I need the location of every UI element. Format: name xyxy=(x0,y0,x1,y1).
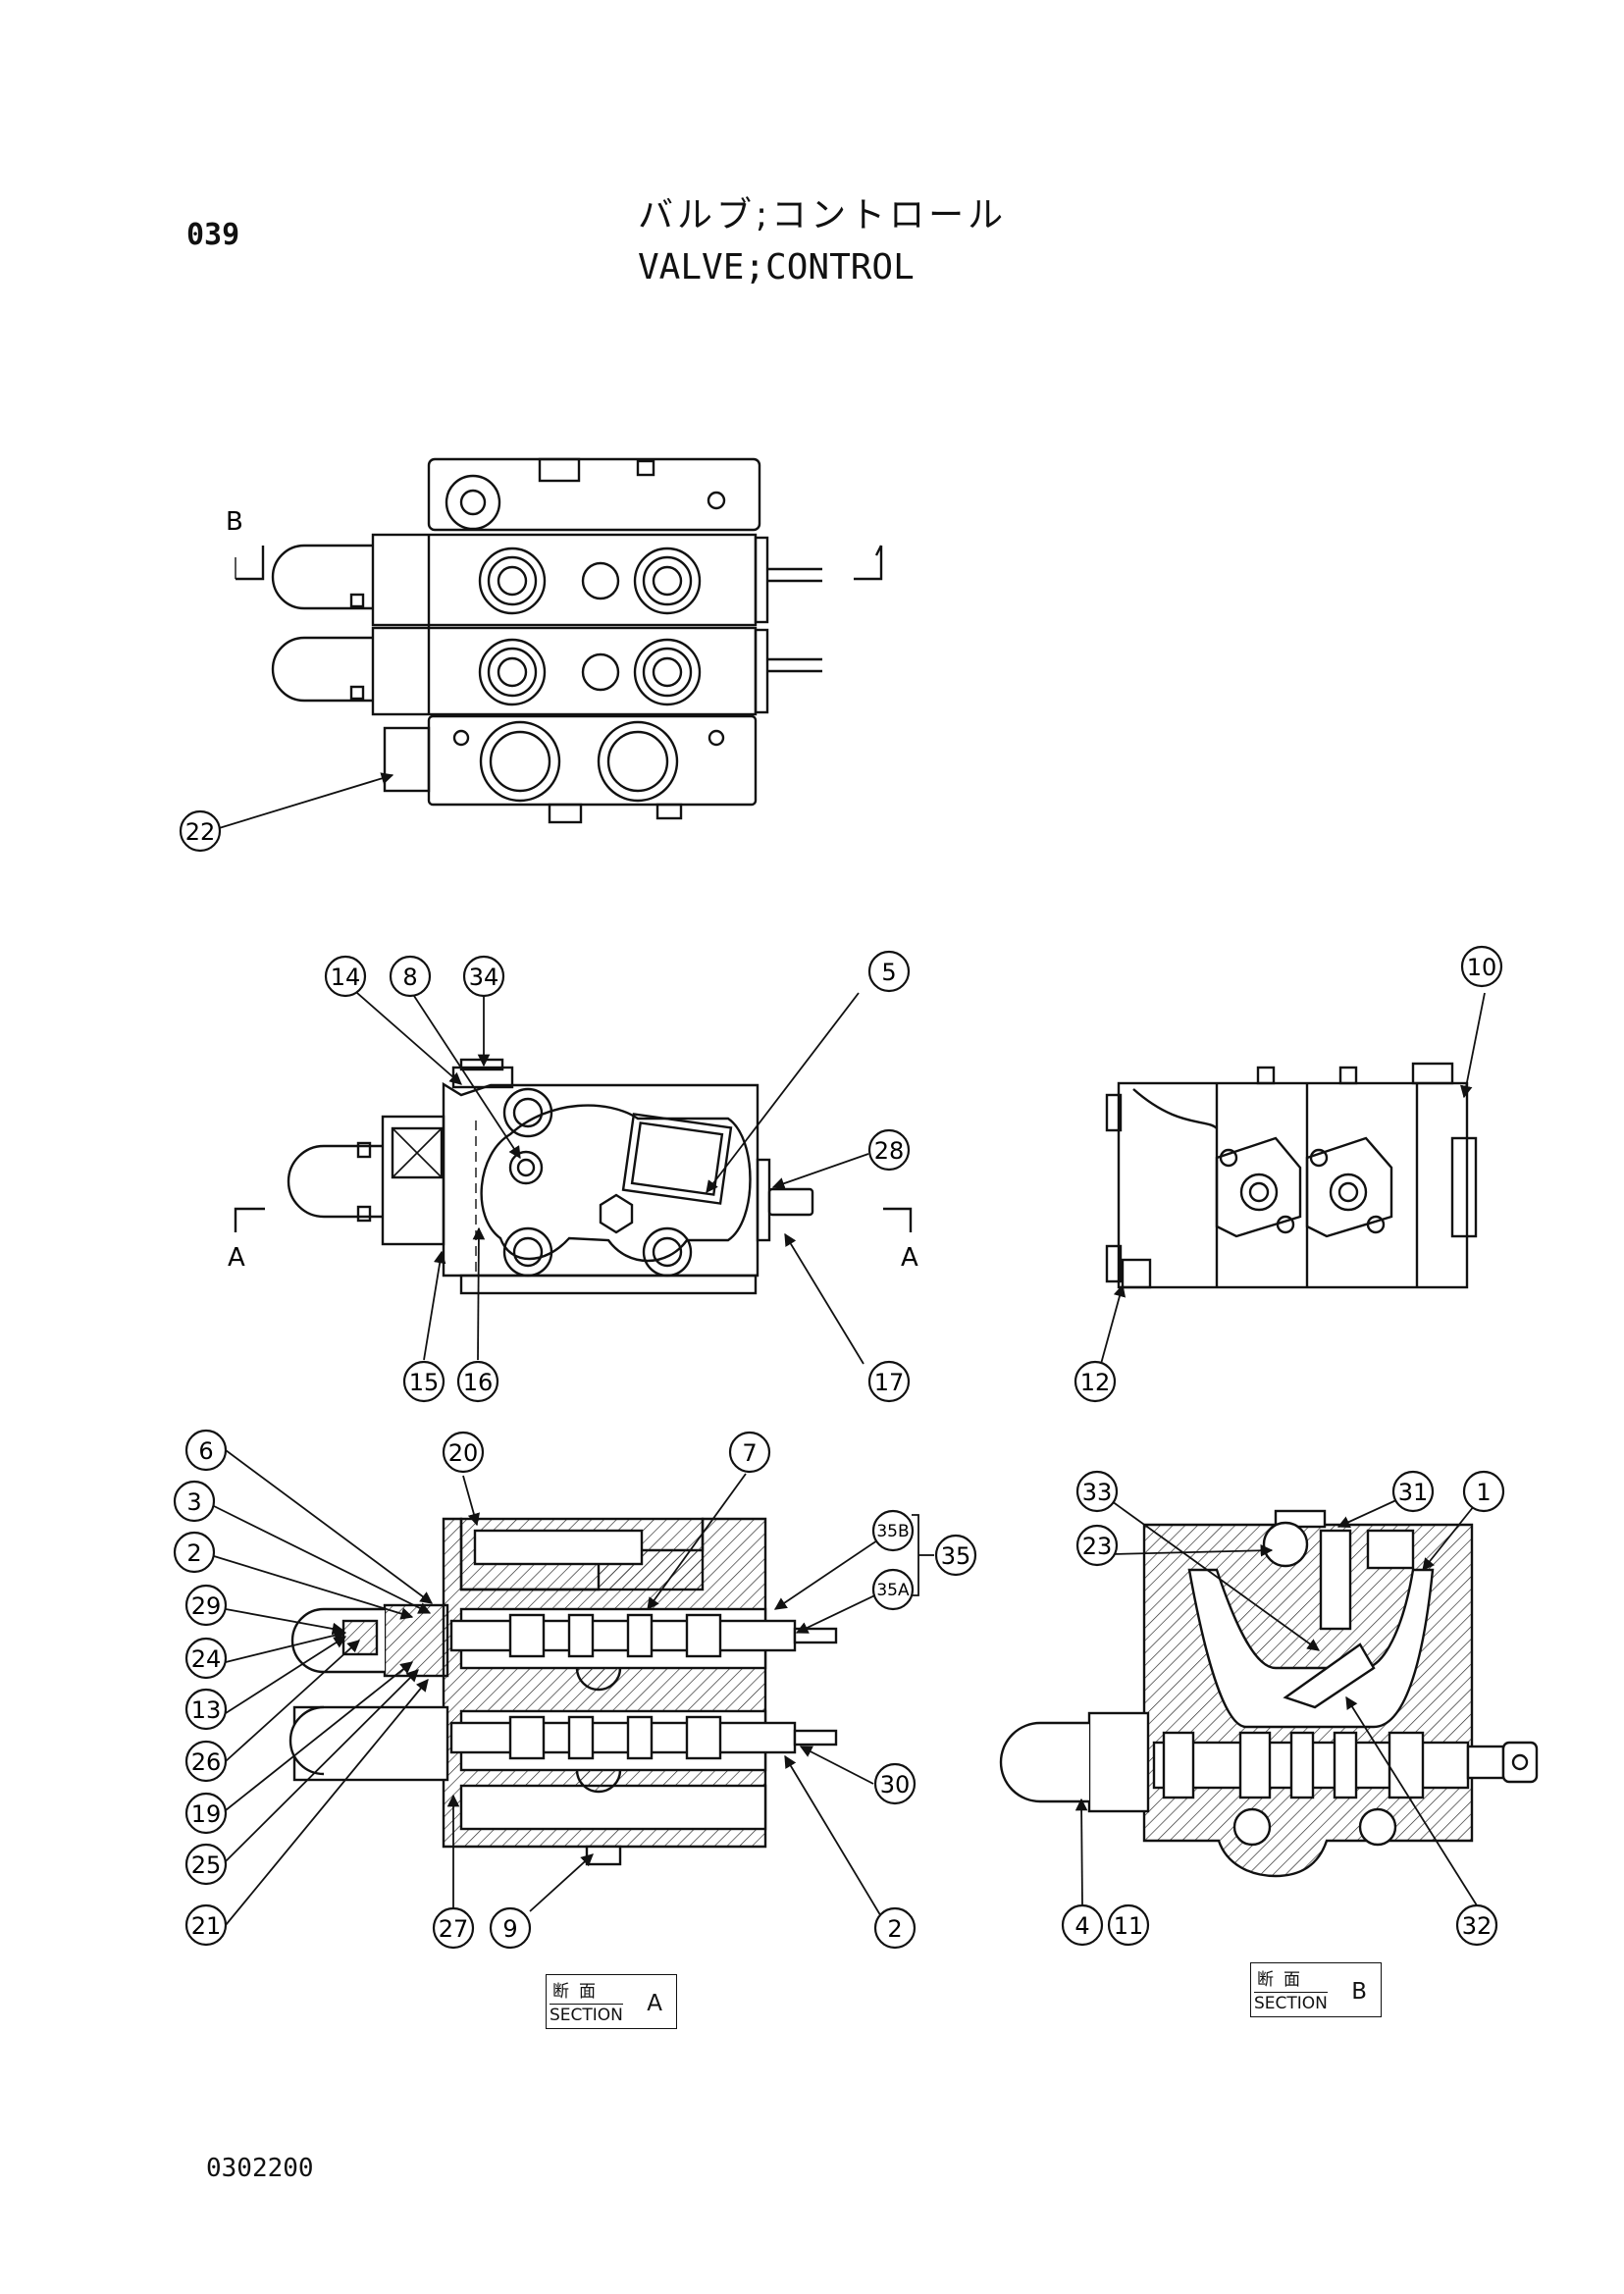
balloon-1: 1 xyxy=(1462,1470,1505,1513)
svg-text:9: 9 xyxy=(502,1915,517,1943)
balloon-30: 30 xyxy=(873,1762,917,1805)
svg-text:1: 1 xyxy=(1476,1479,1491,1506)
page-number: 039 xyxy=(186,218,240,252)
svg-text:17: 17 xyxy=(874,1369,905,1396)
svg-text:25: 25 xyxy=(191,1851,222,1879)
balloon-35: 35 xyxy=(934,1534,977,1577)
svg-text:22: 22 xyxy=(185,818,216,846)
svg-text:6: 6 xyxy=(198,1437,213,1465)
svg-text:7: 7 xyxy=(742,1439,757,1467)
svg-text:16: 16 xyxy=(463,1369,494,1396)
title-english: VALVE;CONTROL xyxy=(638,247,915,287)
section-a-label: 断面 SECTION A xyxy=(546,1974,677,2029)
svg-text:24: 24 xyxy=(191,1645,222,1673)
svg-text:29: 29 xyxy=(191,1592,222,1620)
balloon-13: 13 xyxy=(184,1688,228,1731)
cut-marker-b: B xyxy=(226,507,243,537)
balloon-10: 10 xyxy=(1460,945,1503,988)
section-b xyxy=(999,1509,1539,1878)
svg-text:28: 28 xyxy=(874,1137,905,1165)
section-b-label-jp: 断面 xyxy=(1257,1970,1310,1990)
balloon-14: 14 xyxy=(324,955,367,998)
svg-text:19: 19 xyxy=(191,1800,222,1828)
svg-text:4: 4 xyxy=(1074,1912,1089,1940)
balloon-33: 33 xyxy=(1075,1470,1119,1513)
balloon-8: 8 xyxy=(389,955,432,998)
svg-text:11: 11 xyxy=(1114,1912,1144,1940)
balloon-20: 20 xyxy=(442,1431,485,1474)
svg-text:12: 12 xyxy=(1080,1369,1111,1396)
svg-text:5: 5 xyxy=(881,959,896,986)
document-code: 0302200 xyxy=(206,2154,314,2183)
svg-text:26: 26 xyxy=(191,1748,222,1776)
section-b-label: 断面 SECTION B xyxy=(1250,1962,1382,2017)
balloon-31: 31 xyxy=(1391,1470,1435,1513)
svg-text:8: 8 xyxy=(402,964,417,991)
balloon-11: 11 xyxy=(1107,1903,1150,1947)
svg-text:31: 31 xyxy=(1398,1479,1429,1506)
svg-text:33: 33 xyxy=(1082,1479,1113,1506)
balloon-15: 15 xyxy=(402,1360,445,1403)
balloon-24: 24 xyxy=(184,1637,228,1680)
section-a-label-en: SECTION xyxy=(550,2004,623,2025)
svg-text:14: 14 xyxy=(331,964,361,991)
balloon-22: 22 xyxy=(179,809,222,853)
balloon-2-right: 2 xyxy=(873,1906,917,1950)
title-japanese: バルブ;コントロール xyxy=(638,195,1008,235)
section-a-label-letter: A xyxy=(647,1991,662,2016)
balloon-21: 21 xyxy=(184,1903,228,1947)
balloon-7: 7 xyxy=(728,1431,771,1474)
svg-text:32: 32 xyxy=(1462,1912,1493,1940)
end-view xyxy=(1105,1062,1478,1289)
balloon-17: 17 xyxy=(867,1360,911,1403)
balloon-12: 12 xyxy=(1074,1360,1117,1403)
balloon-5: 5 xyxy=(867,950,911,993)
balloon-35b: 35B xyxy=(871,1509,915,1552)
balloon-3: 3 xyxy=(173,1480,216,1523)
section-b-label-letter: B xyxy=(1351,1979,1367,2005)
balloon-16: 16 xyxy=(456,1360,499,1403)
balloon-35a: 35A xyxy=(871,1568,915,1611)
svg-text:2: 2 xyxy=(186,1539,201,1567)
balloon-2-left: 2 xyxy=(173,1531,216,1574)
section-b-label-en: SECTION xyxy=(1254,1992,1328,2013)
svg-text:34: 34 xyxy=(469,964,499,991)
leader-lines xyxy=(213,772,1486,1926)
section-a-label-jp: 断面 xyxy=(552,1982,605,2002)
balloon-23: 23 xyxy=(1075,1524,1119,1567)
balloon-32: 32 xyxy=(1455,1903,1498,1947)
balloon-19: 19 xyxy=(184,1792,228,1835)
svg-text:21: 21 xyxy=(191,1912,222,1940)
svg-text:27: 27 xyxy=(439,1915,469,1943)
balloon-29: 29 xyxy=(184,1584,228,1627)
balloon-26: 26 xyxy=(184,1740,228,1783)
svg-text:2: 2 xyxy=(887,1915,902,1943)
svg-text:23: 23 xyxy=(1082,1533,1113,1560)
side-view xyxy=(234,1058,913,1295)
balloon-28: 28 xyxy=(867,1128,911,1172)
cut-marker-a-left: A xyxy=(228,1243,245,1273)
svg-text:13: 13 xyxy=(191,1696,222,1724)
svg-text:35A: 35A xyxy=(876,1581,910,1600)
svg-text:35: 35 xyxy=(941,1542,971,1570)
svg-text:20: 20 xyxy=(448,1439,479,1467)
cut-marker-a-right: A xyxy=(901,1243,918,1273)
svg-text:10: 10 xyxy=(1467,954,1497,981)
svg-text:15: 15 xyxy=(409,1369,440,1396)
svg-text:3: 3 xyxy=(186,1488,201,1516)
balloon-25: 25 xyxy=(184,1843,228,1886)
balloon-34: 34 xyxy=(462,955,505,998)
svg-text:35B: 35B xyxy=(876,1522,909,1541)
balloon-27: 27 xyxy=(432,1906,475,1950)
balloon-6: 6 xyxy=(184,1429,228,1472)
balloon-4: 4 xyxy=(1061,1903,1104,1947)
top-view xyxy=(235,457,883,824)
balloon-9: 9 xyxy=(489,1906,532,1950)
svg-text:30: 30 xyxy=(880,1771,911,1799)
